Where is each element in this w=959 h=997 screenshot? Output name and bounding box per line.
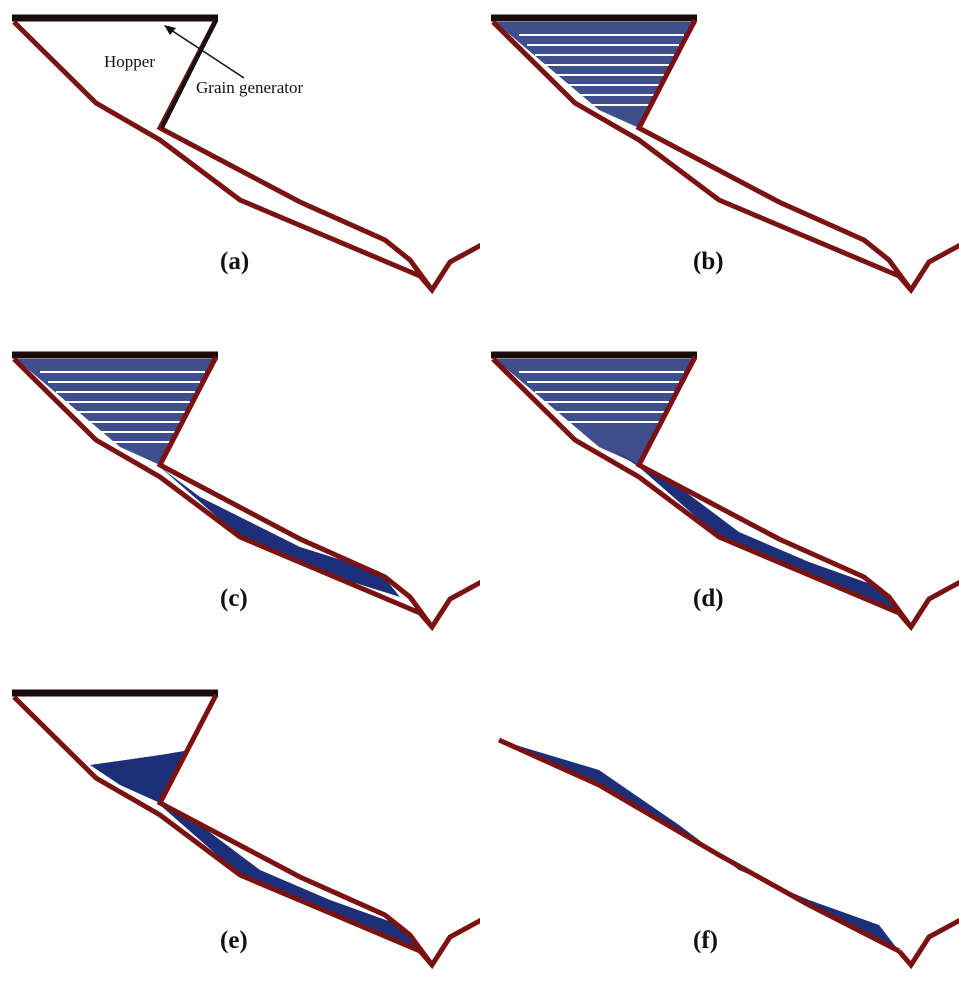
hopper-label: Hopper xyxy=(104,52,155,71)
panel-a: Hopper Grain generator (a) xyxy=(0,0,480,322)
panel-e: (e) xyxy=(0,675,480,997)
panel-f-diagram xyxy=(497,737,959,970)
panel-caption: (a) xyxy=(220,248,250,275)
panel-caption: (b) xyxy=(693,248,724,275)
panel-e-diagram xyxy=(12,689,480,970)
panel-caption: (e) xyxy=(220,927,248,954)
panel-c: (c) xyxy=(0,337,480,659)
panel-caption: (d) xyxy=(693,585,724,612)
grain-generator-arrow xyxy=(164,25,245,79)
grain-generator-label: Grain generator xyxy=(196,78,304,97)
panel-d: (d) xyxy=(479,337,959,659)
panel-d-diagram xyxy=(491,351,959,632)
panel-caption: (f) xyxy=(693,927,718,954)
panel-b: (b) xyxy=(479,0,959,322)
panel-caption: (c) xyxy=(220,585,248,612)
panel-f: (f) xyxy=(479,675,959,997)
panel-b-diagram xyxy=(491,14,959,295)
hopper-outline xyxy=(12,14,480,295)
panel-a-diagram xyxy=(12,14,480,295)
panel-c-diagram xyxy=(12,351,480,632)
